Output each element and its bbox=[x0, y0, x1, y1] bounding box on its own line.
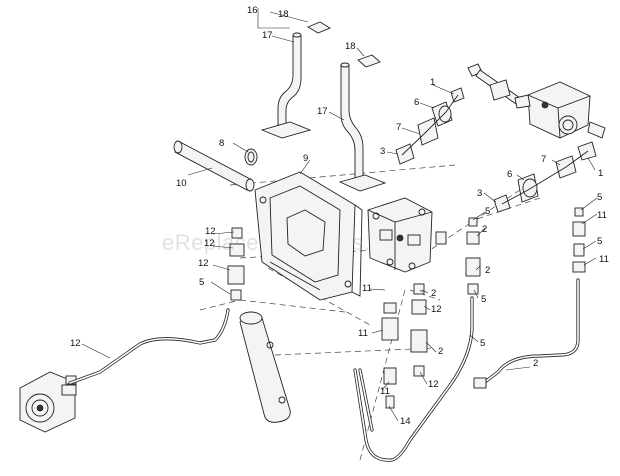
pin-tube bbox=[239, 311, 291, 423]
hose-short-center bbox=[358, 368, 374, 432]
callout-11: 12 bbox=[198, 258, 209, 269]
hose-15 bbox=[473, 278, 580, 389]
callout-8: 8 bbox=[219, 138, 224, 149]
fitting-stack-left bbox=[227, 227, 245, 301]
callout-6: 6 bbox=[414, 97, 419, 108]
callout-15: 2 bbox=[533, 358, 538, 369]
callout-7: 7 bbox=[541, 154, 546, 165]
callout-3: 3 bbox=[477, 188, 482, 199]
callout-12: 12 bbox=[431, 304, 442, 315]
callout-12: 12 bbox=[204, 238, 215, 249]
callout-14: 5 bbox=[480, 338, 485, 349]
hydraulic-pump bbox=[19, 371, 77, 433]
callout-5: 11 bbox=[362, 283, 372, 294]
callout-2: 5 bbox=[481, 294, 486, 305]
callout-12: 11 bbox=[380, 386, 390, 397]
fitting-stack-far-right bbox=[572, 207, 586, 273]
fitting-stack-center-left bbox=[381, 302, 399, 409]
callout-5: 12 bbox=[205, 226, 216, 237]
callout-3: 3 bbox=[380, 146, 385, 157]
callout-12: 2 bbox=[482, 224, 487, 235]
callout-2: 5 bbox=[199, 277, 204, 288]
callout-16: 16 bbox=[247, 5, 258, 16]
callout-13: 12 bbox=[70, 338, 81, 349]
rod-part-10 bbox=[173, 140, 255, 192]
callout-6: 6 bbox=[507, 169, 512, 180]
callout-1: 1 bbox=[598, 168, 603, 179]
callout-2: 12 bbox=[428, 379, 439, 390]
callout-17: 17 bbox=[262, 30, 273, 41]
callout-9: 9 bbox=[303, 153, 308, 164]
callout-18: 18 bbox=[345, 41, 356, 52]
solenoid-valve bbox=[467, 63, 606, 139]
mounting-plate-part-9 bbox=[254, 171, 363, 301]
callout-11: 11 bbox=[597, 210, 607, 221]
callout-11: 2 bbox=[485, 265, 490, 276]
callout-7: 7 bbox=[396, 122, 401, 133]
callout-labels: 16 18 17 18 1 6 7 17 3 8 9 10 7 1 6 3 5 … bbox=[70, 5, 609, 427]
callout-2: 11 bbox=[599, 254, 609, 265]
callout-5: 5 bbox=[485, 206, 490, 217]
leader-lines bbox=[81, 8, 598, 422]
callout-11: 2 bbox=[438, 346, 443, 357]
fitting-stack-center bbox=[410, 283, 428, 377]
callout-18: 18 bbox=[278, 9, 289, 20]
callout-12: 5 bbox=[597, 236, 602, 247]
fittings-upper-group bbox=[395, 87, 465, 165]
callout-17: 17 bbox=[317, 106, 328, 117]
callout-2: 14 bbox=[400, 416, 411, 427]
fittings-right-group bbox=[493, 141, 597, 213]
callout-1: 1 bbox=[430, 77, 435, 88]
callout-5: 2 bbox=[431, 288, 436, 299]
hose-13 bbox=[68, 308, 230, 385]
callout-11: 11 bbox=[358, 328, 368, 339]
control-valve-block bbox=[367, 197, 447, 273]
handle-assembly-right bbox=[338, 54, 387, 192]
hose-14 bbox=[353, 296, 474, 462]
callout-5: 5 bbox=[597, 192, 602, 203]
fitting-stack-mid-right bbox=[465, 217, 481, 295]
clip-part-8 bbox=[244, 148, 258, 166]
callout-10: 10 bbox=[176, 178, 187, 189]
handle-assembly-left bbox=[260, 21, 331, 139]
